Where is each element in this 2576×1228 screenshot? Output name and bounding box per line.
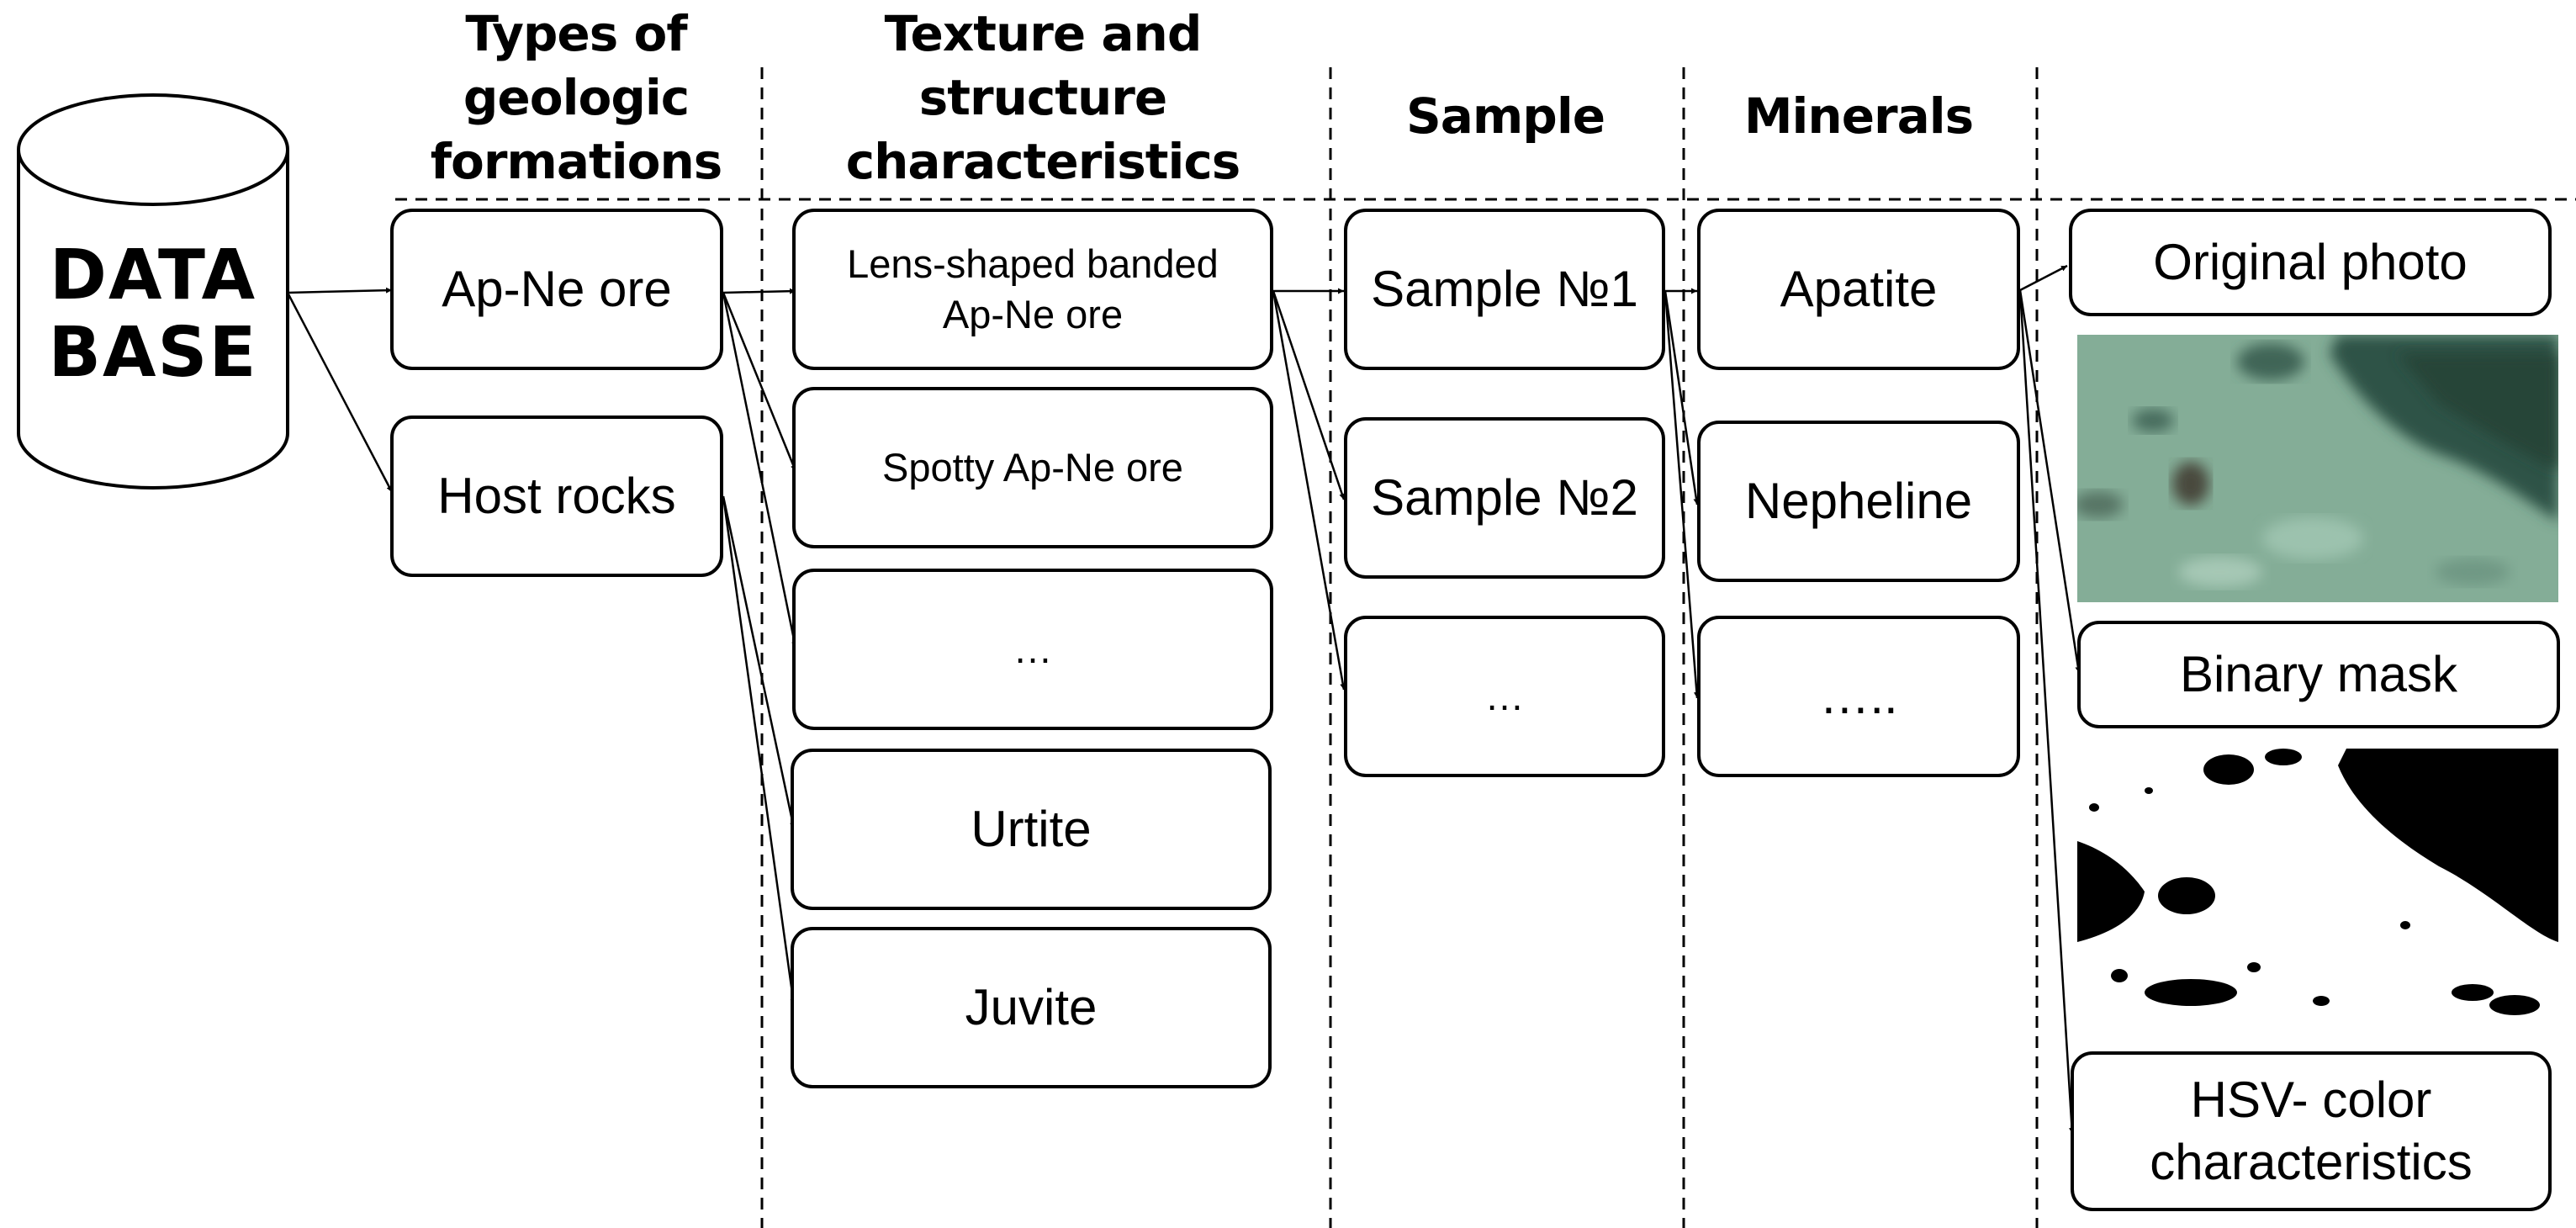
database-label: DATA BASE <box>19 237 288 392</box>
arrow-lens-to-sample2 <box>1272 290 1346 500</box>
texture-urtite: Urtite <box>791 749 1272 910</box>
output-binary-mask: Binary mask <box>2077 621 2560 728</box>
arrow-db-to-host-rocks <box>286 292 394 493</box>
header-texture-line2: structure <box>918 69 1167 126</box>
header-minerals: Minerals <box>1743 87 1974 145</box>
sample-ellipsis: … <box>1344 616 1665 777</box>
arrow-host-to-urtite <box>722 495 796 829</box>
texture-lens-shaped: Lens-shaped banded Ap-Ne ore <box>792 209 1273 370</box>
original-photo-image <box>2077 335 2558 602</box>
formation-host-rocks: Host rocks <box>390 416 723 577</box>
sample-1: Sample №1 <box>1344 209 1665 370</box>
arrow-apne-to-lens <box>722 288 796 294</box>
database-label-line2: BASE <box>48 313 258 393</box>
arrow-apne-to-ellipsis <box>722 292 798 648</box>
column-dividers <box>395 67 2576 1228</box>
header-sample: Sample <box>1405 87 1605 145</box>
mineral-nepheline: Nepheline <box>1697 421 2020 582</box>
header-formations-line1: Types of <box>465 5 687 62</box>
arrow-apatite-to-binary-mask <box>2018 289 2081 674</box>
texture-lens-shaped-line1: Lens-shaped banded <box>847 241 1219 286</box>
formation-ap-ne-ore: Ap-Ne ore <box>390 209 723 370</box>
arrow-apne-to-spotty <box>722 292 797 472</box>
arrow-lens-to-sample-ellipsis <box>1272 290 1346 691</box>
texture-spotty: Spotty Ap-Ne ore <box>792 387 1273 548</box>
header-formations: Types of geologic formations <box>395 2 757 193</box>
connector-arrows <box>286 264 2081 1135</box>
sample-2: Sample №2 <box>1344 417 1665 579</box>
arrow-host-to-juvite <box>722 495 796 1006</box>
output-hsv-line2: characteristics <box>2150 1134 2473 1190</box>
arrow-sample1-to-mineral-ellipsis <box>1664 290 1700 699</box>
database-label-line1: DATA <box>49 236 257 315</box>
mineral-ellipsis: ….. <box>1697 616 2020 777</box>
header-texture: Texture and structure characteristics <box>791 2 1295 193</box>
arrow-sample1-to-nepheline <box>1664 290 1700 505</box>
output-hsv-characteristics: HSV- color characteristics <box>2071 1051 2552 1211</box>
header-formations-line2: geologic <box>463 69 690 126</box>
header-texture-line3: characteristics <box>845 133 1241 190</box>
output-hsv-line1: HSV- color <box>2190 1072 2432 1128</box>
arrow-db-to-ap-ne-ore <box>287 287 393 294</box>
header-texture-line1: Texture and <box>884 5 1203 62</box>
arrow-apatite-to-hsv <box>2018 289 2076 1135</box>
texture-juvite: Juvite <box>791 927 1272 1088</box>
database-cylinder <box>17 93 289 490</box>
arrow-apatite-to-original-photo <box>2019 264 2068 292</box>
output-original-photo: Original photo <box>2069 209 2552 316</box>
texture-lens-shaped-line2: Ap-Ne ore <box>942 292 1124 336</box>
header-formations-line3: formations <box>430 133 723 190</box>
texture-ellipsis: … <box>792 569 1273 730</box>
binary-mask-image <box>2077 749 2558 1016</box>
mineral-apatite: Apatite <box>1697 209 2020 370</box>
